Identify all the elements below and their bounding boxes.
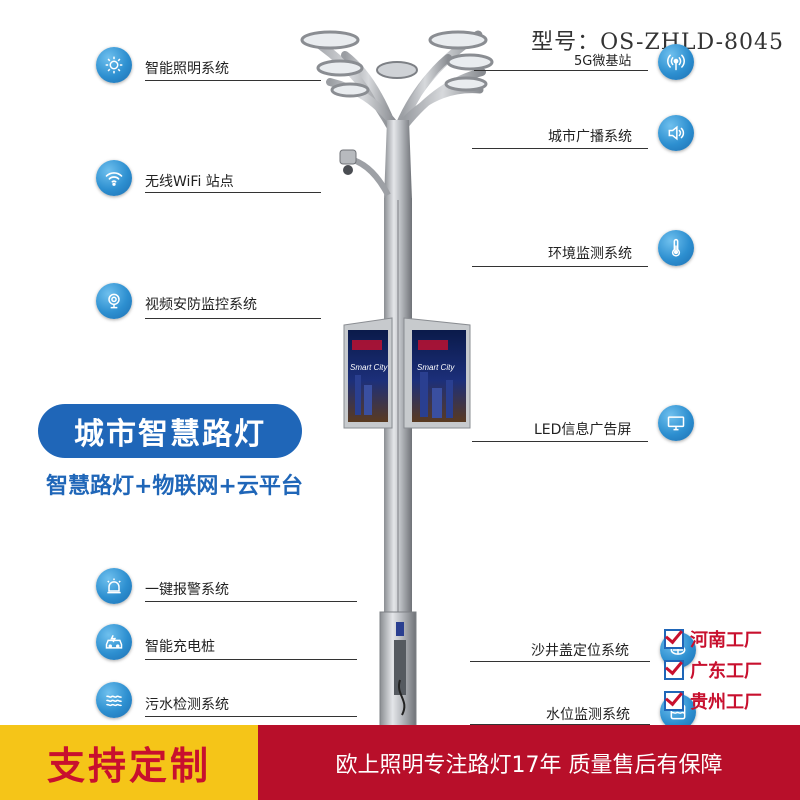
factory-item: 广东工厂: [664, 657, 762, 683]
feature-underline: [472, 148, 648, 149]
feature-label-wifi: 无线WiFi 站点: [145, 174, 234, 190]
feature-underline: [145, 601, 357, 602]
feature-underline: [472, 266, 648, 267]
sun-icon: [96, 47, 132, 83]
checkmark-icon: [664, 629, 684, 649]
checkmark-icon: [664, 691, 684, 711]
feature-underline: [474, 70, 648, 71]
feature-underline: [145, 192, 321, 193]
feature-underline: [145, 716, 357, 717]
feature-label-city-broadcast: 城市广播系统: [548, 129, 632, 145]
led-sign-panels: [343, 317, 471, 429]
page-title: 城市智慧路灯: [38, 404, 302, 458]
feature-label-video-surveillance: 视频安防监控系统: [145, 297, 257, 313]
feature-underline: [145, 80, 321, 81]
pole-top-section: [384, 120, 412, 200]
wifi-icon: [96, 160, 132, 196]
feature-label-5g-base-station: 5G微基站: [574, 54, 632, 69]
feature-label-led-ad-screen: LED信息广告屏: [534, 422, 632, 438]
customization-banner: 支持定制: [0, 725, 258, 800]
sign-text-left: Smart City: [350, 363, 388, 372]
pole-base-cabinet: [379, 611, 417, 733]
slogan-banner: 欧上照明专注路灯17年 质量售后有保障: [258, 725, 800, 800]
feature-label-sewage-detection: 污水检测系统: [145, 697, 229, 713]
feature-underline: [145, 318, 321, 319]
alarm-icon: [96, 568, 132, 604]
speaker-icon: [658, 115, 694, 151]
sign-text-right: Smart City: [417, 363, 455, 372]
factory-label: 广东工厂: [690, 661, 762, 682]
checkmark-icon: [664, 660, 684, 680]
factory-item: 河南工厂: [664, 626, 762, 652]
feature-label-environment-monitoring: 环境监测系统: [548, 246, 632, 262]
feature-underline: [145, 659, 357, 660]
car-charging-icon: [96, 624, 132, 660]
thermometer-icon: [658, 230, 694, 266]
feature-underline: [472, 441, 648, 442]
feature-label-manhole-positioning: 沙井盖定位系统: [531, 643, 629, 659]
model-number: 型号：OS-ZHLD-8045: [531, 30, 784, 55]
water-waves-icon: [96, 682, 132, 718]
factory-label: 贵州工厂: [690, 692, 762, 713]
factory-label: 河南工厂: [690, 630, 762, 651]
monitor-icon: [658, 405, 694, 441]
feature-underline: [470, 661, 650, 662]
feature-label-water-level-monitoring: 水位监测系统: [546, 707, 630, 723]
signal-tower-icon: [658, 44, 694, 80]
feature-label-smart-lighting: 智能照明系统: [145, 61, 229, 77]
page-subtitle: 智慧路灯+物联网+云平台: [46, 474, 303, 499]
lamp-head: [300, 30, 494, 130]
feature-underline: [470, 724, 650, 725]
camera-icon: [96, 283, 132, 319]
feature-label-one-key-alarm: 一键报警系统: [145, 582, 229, 598]
factory-item: 贵州工厂: [664, 688, 762, 714]
feature-label-charging-pile: 智能充电桩: [145, 639, 215, 655]
camera-arm: [339, 149, 391, 197]
